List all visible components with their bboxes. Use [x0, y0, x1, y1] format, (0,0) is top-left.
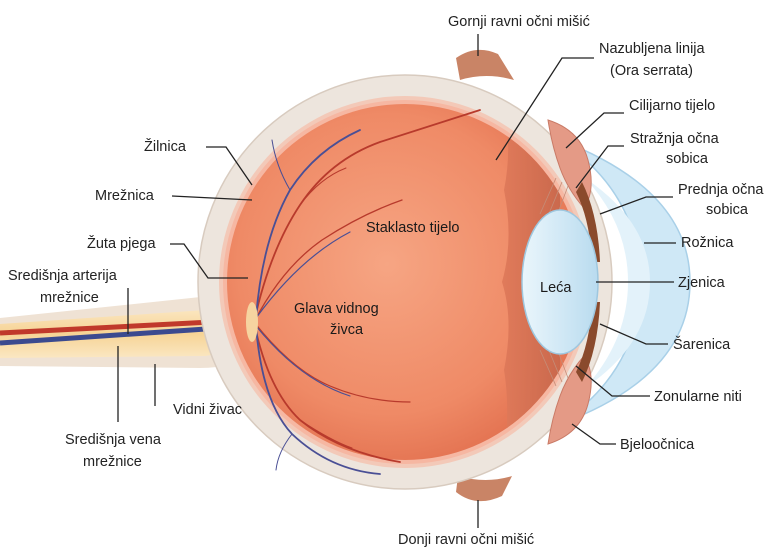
label-central-artery-line1: Središnja arterija [8, 268, 118, 284]
label-ora-serrata-line1: Nazubljena linija [599, 41, 706, 57]
label-pupil: Zjenica [678, 275, 726, 291]
label-cornea: Rožnica [681, 235, 734, 251]
label-sclera: Bjeloočnica [620, 437, 695, 453]
label-posterior-chamber-line1: Stražnja očna [630, 131, 720, 147]
label-zonular-fibers: Zonularne niti [654, 389, 742, 405]
optic-disc [246, 302, 258, 342]
label-vitreous-body: Staklasto tijelo [366, 220, 460, 236]
label-macula: Žuta pjega [87, 235, 156, 252]
label-iris: Šarenica [673, 336, 731, 353]
label-central-vein-line2: mrežnice [83, 454, 142, 470]
label-anterior-chamber-line1: Prednja očna [678, 182, 764, 198]
label-anterior-chamber-line2: sobica [706, 202, 749, 218]
label-optic-disc-line1: Glava vidnog [294, 301, 379, 317]
superior-rectus-muscle [456, 50, 514, 80]
label-superior-rectus: Gornji ravni očni mišić [448, 14, 590, 30]
label-optic-nerve: Vidni živac [173, 402, 242, 418]
label-central-vein-line1: Središnja vena [65, 432, 162, 448]
label-posterior-chamber-line2: sobica [666, 151, 709, 167]
label-lens: Leća [540, 280, 572, 296]
label-retina: Mrežnica [95, 188, 155, 204]
label-optic-disc-line2: živca [330, 322, 364, 338]
label-ora-serrata-line2: (Ora serrata) [610, 63, 693, 79]
label-central-artery-line2: mrežnice [40, 290, 99, 306]
label-inferior-rectus: Donji ravni očni mišić [398, 532, 534, 548]
label-ciliary-body: Cilijarno tijelo [629, 98, 715, 114]
label-choroid: Žilnica [144, 138, 187, 155]
